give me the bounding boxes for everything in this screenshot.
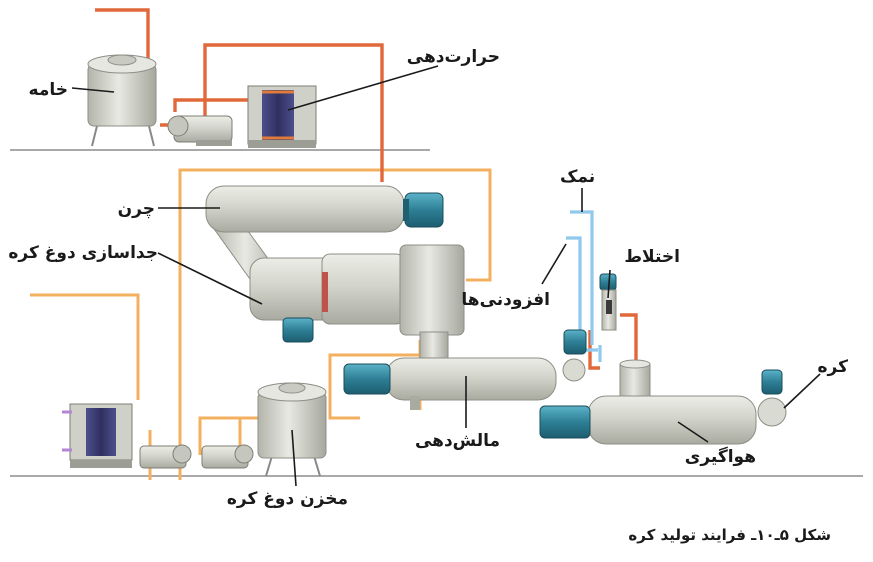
churn bbox=[205, 185, 444, 301]
label-additives: افزودنی‌ها bbox=[461, 290, 550, 310]
top-heat-exchanger bbox=[247, 85, 317, 148]
cream-tank bbox=[87, 54, 157, 147]
top-pump bbox=[167, 115, 233, 146]
buttermilk-tank bbox=[257, 382, 327, 477]
label-separation: جداسازی دوغ کره bbox=[8, 243, 158, 263]
labels: خامه حرارت‌دهی چرن جداسازی دوغ کره نمک ا… bbox=[8, 47, 848, 509]
label-churn: چرن bbox=[118, 199, 155, 219]
floor-lines bbox=[10, 149, 863, 477]
label-kneading: مالش‌دهی bbox=[415, 431, 500, 451]
blue-pipes bbox=[566, 210, 602, 362]
leader-lines bbox=[71, 65, 821, 487]
deaeration-unit bbox=[539, 359, 787, 445]
bottom-pump-2 bbox=[201, 444, 254, 469]
bottom-pump-1 bbox=[139, 444, 192, 469]
mixing-unit bbox=[599, 273, 617, 331]
label-cream: خامه bbox=[29, 80, 68, 100]
label-salt: نمک bbox=[560, 167, 595, 187]
label-butter: کره bbox=[818, 357, 849, 377]
label-buttermilk-tank: مخزن دوغ کره bbox=[227, 489, 348, 509]
kneading-unit bbox=[343, 329, 587, 410]
bottom-heat-exchanger bbox=[62, 403, 133, 468]
figure-caption: شکل ۵ـ۱۰ـ فرایند تولید کره bbox=[628, 526, 831, 544]
buttermilk-separator bbox=[249, 244, 465, 343]
label-deaeration: هواگیری bbox=[685, 446, 756, 467]
label-mixing: اختلاط bbox=[624, 247, 680, 267]
label-heating: حرارت‌دهی bbox=[407, 47, 500, 67]
